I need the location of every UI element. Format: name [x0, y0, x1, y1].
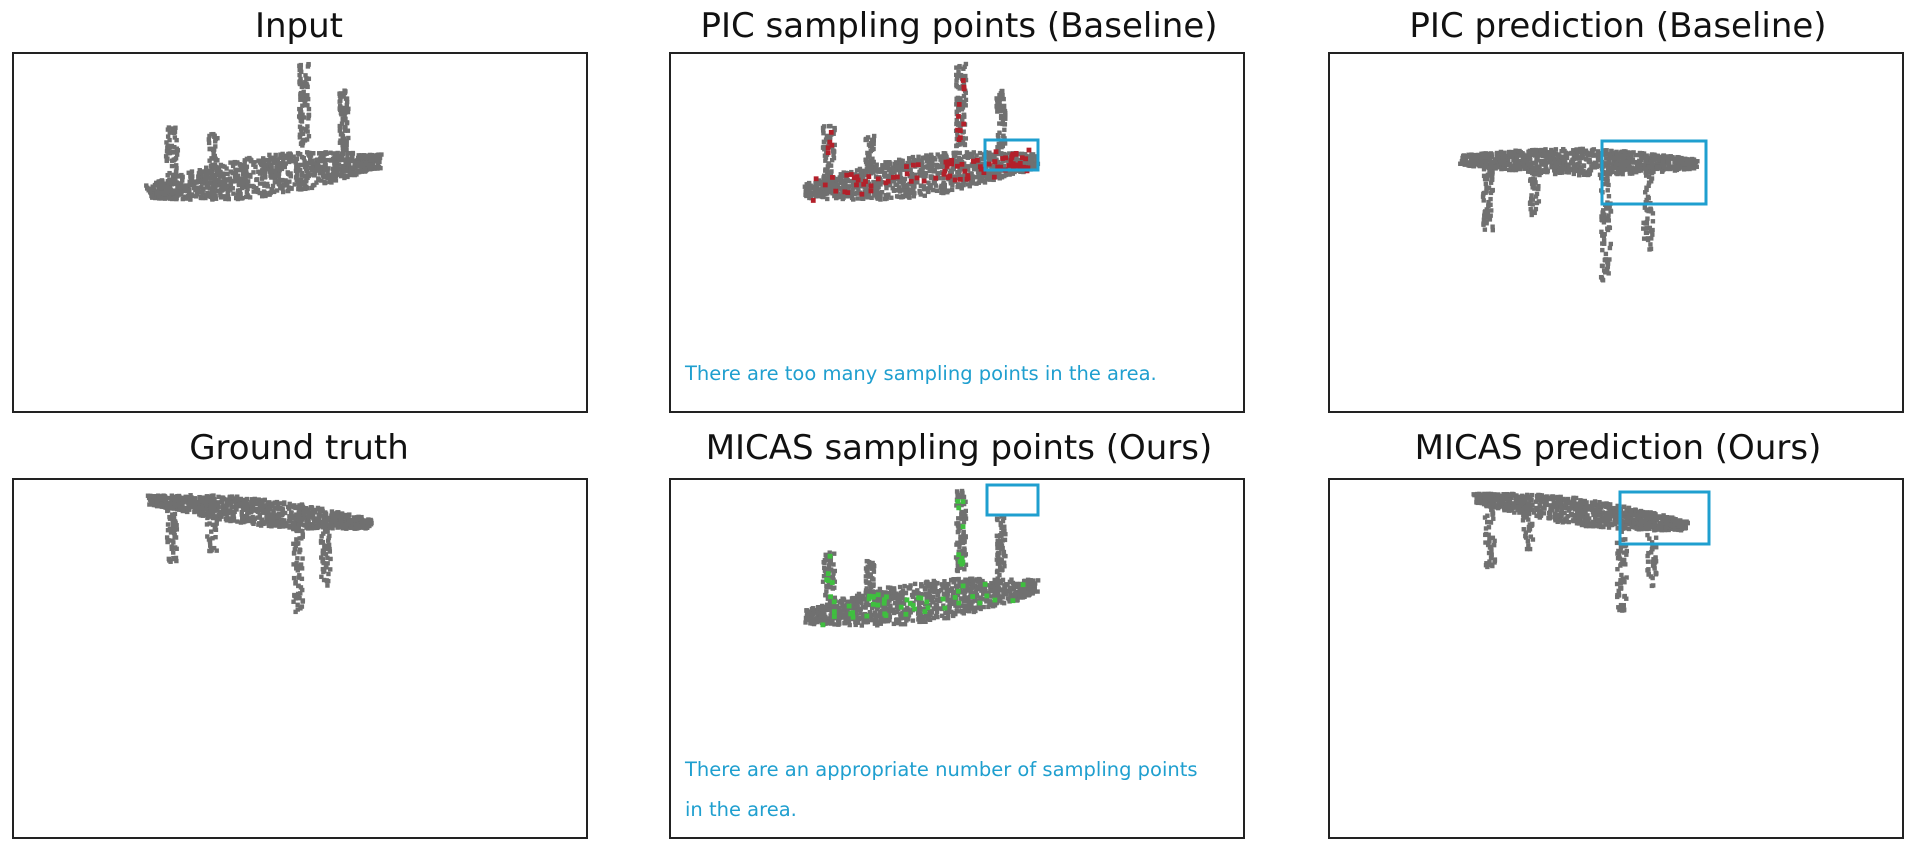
point-cloud-input: [144, 61, 384, 202]
panel-micas-sampling: There are an appropriate number of sampl…: [669, 478, 1245, 839]
note-micas-sampling: There are an appropriate number of sampl…: [685, 758, 1198, 821]
panel-title-micas-prediction: MICAS prediction (Ours): [1414, 428, 1822, 468]
panel-input: [12, 52, 588, 413]
point-cloud-pic-sampling: [802, 61, 1041, 203]
point-cloud-pic-prediction: [1458, 139, 1708, 283]
point-cloud-ground-truth: [145, 493, 374, 615]
panel-title-micas-sampling: MICAS sampling points (Ours): [705, 428, 1213, 468]
highlight-box: [985, 483, 1040, 517]
panel-title-input: Input: [254, 6, 344, 46]
point-cloud-micas-sampling: [803, 483, 1041, 628]
panel-title-ground-truth: Ground truth: [189, 428, 409, 468]
highlight-box: [1600, 139, 1708, 206]
panel-micas-prediction: [1328, 478, 1904, 839]
panel-title-pic-sampling: PIC sampling points (Baseline): [700, 6, 1218, 46]
point-cloud-micas-prediction: [1471, 490, 1711, 613]
highlight-box: [983, 138, 1040, 172]
panel-title-pic-prediction: PIC prediction (Baseline): [1409, 6, 1827, 46]
highlight-box: [1618, 490, 1711, 546]
panel-pic-sampling: There are too many sampling points in th…: [669, 52, 1245, 413]
panel-pic-prediction: [1328, 52, 1904, 413]
note-pic-sampling: There are too many sampling points in th…: [685, 362, 1157, 385]
panel-ground-truth: [12, 478, 588, 839]
